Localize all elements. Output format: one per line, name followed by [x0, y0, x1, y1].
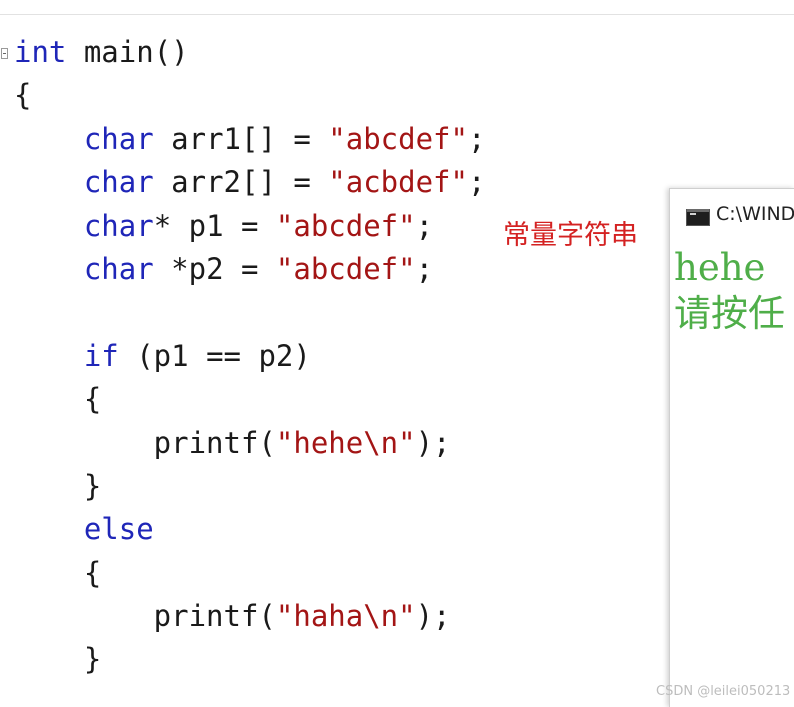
code-keyword: if [83, 338, 119, 373]
code-token [14, 339, 84, 373]
code-token: { [14, 555, 102, 590]
code-token [14, 512, 84, 546]
code-token: arr1[] = [153, 121, 329, 156]
code-editor[interactable]: int main() { char arr1[] = "abcdef"; char… [0, 14, 794, 707]
code-string: "abcdef" [328, 121, 468, 156]
code-line: char arr2[] = "acbdef"; [14, 161, 486, 204]
annotation-label: 常量字符串 [503, 220, 638, 251]
code-token: ; [467, 121, 486, 156]
code-token: { [14, 78, 32, 113]
code-string: "abcdef" [275, 208, 416, 243]
collapse-toggle-icon[interactable] [1, 48, 8, 59]
code-token [14, 252, 84, 286]
console-window[interactable]: C:\WIND hehe 请按任 [669, 188, 794, 707]
code-token: { [14, 382, 102, 417]
code-line: char arr1[] = "abcdef"; [14, 118, 486, 161]
code-token: (p1 == p2) [118, 338, 311, 373]
code-keyword: else [83, 512, 154, 547]
watermark: CSDN @leilei050213 [656, 684, 791, 699]
code-string: "abcdef" [275, 251, 416, 286]
code-token: main() [66, 35, 189, 69]
code-token: } [14, 468, 102, 503]
code-token [14, 122, 84, 156]
code-keyword: char [83, 165, 154, 200]
code-token: * p1 = [153, 208, 276, 243]
code-line: int main() [14, 31, 485, 74]
code-token: } [14, 642, 102, 677]
code-string: "hehe\n" [275, 425, 416, 460]
code-line: if (p1 == p2) [14, 335, 485, 378]
code-token: printf( [14, 425, 276, 460]
code-keyword: char [83, 121, 154, 156]
code-token: *p2 = [153, 251, 276, 286]
code-token [14, 209, 84, 243]
code-token: ; [415, 208, 434, 243]
code-keyword: char [83, 251, 154, 286]
code-token: ); [415, 425, 451, 460]
code-line: else [14, 508, 485, 551]
code-token: ); [415, 599, 451, 634]
code-line [14, 291, 485, 334]
code-line: { [14, 378, 485, 421]
code-line: printf("haha\n"); [14, 595, 485, 638]
code-token: printf( [14, 599, 276, 634]
code-string: "acbdef" [328, 165, 468, 200]
code-area[interactable]: int main() { char arr1[] = "abcdef"; char… [14, 31, 485, 682]
code-token: ; [467, 165, 486, 200]
code-line: printf("hehe\n"); [14, 422, 485, 465]
code-token: arr2[] = [153, 165, 329, 200]
console-titlebar[interactable]: C:\WIND [670, 189, 794, 239]
code-token: ; [415, 251, 434, 286]
code-line: char *p2 = "abcdef"; [14, 248, 485, 291]
console-title: C:\WIND [716, 203, 794, 225]
console-output: hehe 请按任 [674, 245, 785, 337]
code-line: char* p1 = "abcdef"; [14, 205, 485, 248]
console-app-icon [686, 209, 710, 226]
code-keyword: char [83, 208, 154, 243]
code-line: } [14, 638, 485, 681]
console-output-line: 请按任 [674, 292, 785, 335]
code-keyword: int [14, 35, 67, 69]
code-line: } [14, 465, 485, 508]
console-output-line: hehe [674, 246, 766, 289]
code-string: "haha\n" [275, 599, 416, 634]
code-line: { [14, 552, 485, 595]
code-token [14, 165, 84, 199]
code-line: { [14, 74, 485, 117]
